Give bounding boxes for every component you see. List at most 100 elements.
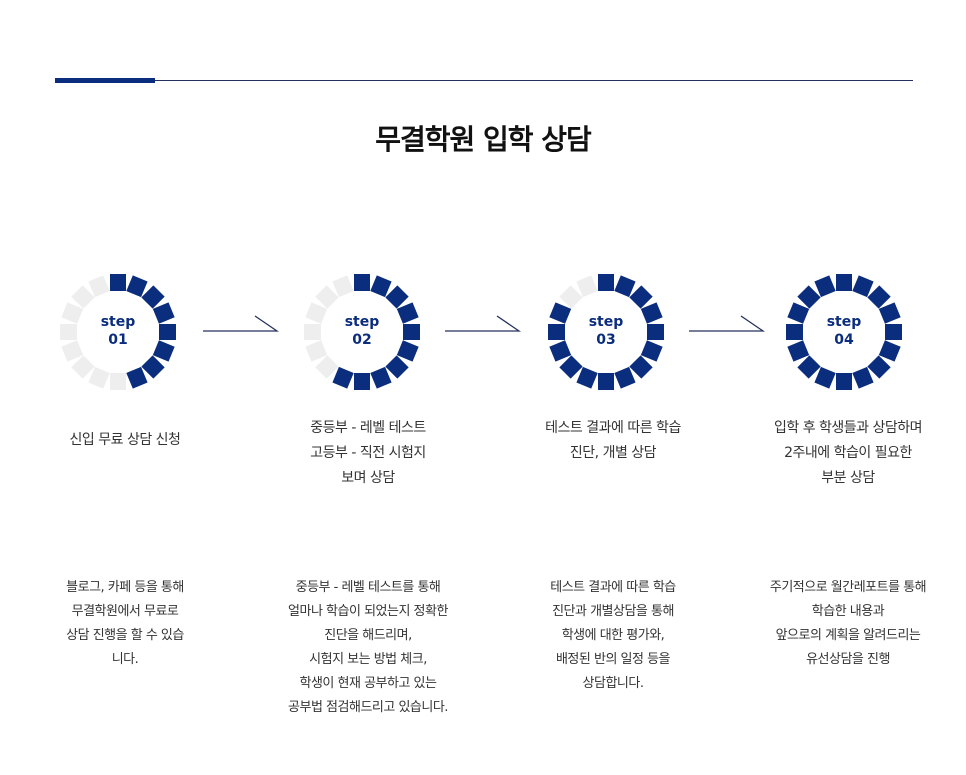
step-01-summary: 신입 무료 상담 신청	[10, 428, 240, 453]
summary-line: 테스트 결과에 따른 학습	[545, 420, 681, 436]
summary-line: 고등부 - 직전 시험지	[310, 445, 426, 461]
ring-segment-filled	[598, 373, 614, 390]
ring-segment-filled	[385, 355, 409, 379]
ring-segment-filled	[614, 366, 636, 389]
detail-line: 무결학원에서 무료로	[71, 604, 179, 619]
detail-line: 앞으로의 계획을 알려드리는	[775, 628, 921, 643]
step-number: 03	[596, 332, 616, 348]
ring-segment-empty	[332, 275, 354, 298]
ring-segment-filled	[640, 340, 663, 362]
ring-segment-empty	[88, 275, 110, 298]
ring-segment-filled	[640, 302, 663, 324]
ring-segment-filled	[110, 274, 126, 291]
summary-line: 부분 상담	[821, 470, 875, 486]
ring-segment-empty	[88, 366, 110, 389]
header-divider-accent	[55, 78, 155, 83]
ring-segment-filled	[403, 324, 420, 340]
ring-segment-filled	[354, 274, 370, 291]
ring-segment-empty	[71, 285, 95, 309]
ring-segment-empty	[61, 340, 84, 362]
ring-segment-filled	[786, 324, 803, 340]
ring-segment-empty	[110, 373, 126, 390]
step-number: 04	[834, 332, 854, 348]
ring-segment-filled	[787, 302, 810, 324]
step-label: step 02	[302, 313, 422, 349]
ring-segment-empty	[71, 355, 95, 379]
ring-segment-filled	[629, 355, 653, 379]
detail-line: 시험지 보는 방법 체크,	[309, 652, 427, 667]
ring-segment-filled	[548, 324, 565, 340]
ring-segment-empty	[304, 324, 321, 340]
step-label: step 04	[784, 313, 904, 349]
summary-line: 중등부 - 레벨 테스트	[310, 420, 426, 436]
ring-segment-filled	[332, 366, 354, 389]
ring-segment-filled	[836, 274, 852, 291]
step-03-summary: 테스트 결과에 따른 학습 진단, 개별 상담	[498, 416, 728, 466]
ring-segment-filled	[126, 275, 148, 298]
summary-line: 2주내에 학습이 필요한	[784, 445, 912, 461]
step-number: 02	[352, 332, 372, 348]
detail-line: 상담합니다.	[582, 676, 644, 691]
step-word: step	[100, 314, 136, 330]
ring-segment-filled	[370, 275, 392, 298]
ring-segment-filled	[629, 285, 653, 309]
ring-segment-empty	[305, 302, 328, 324]
ring-segment-empty	[576, 275, 598, 298]
summary-line: 신입 무료 상담 신청	[69, 432, 181, 448]
arrow-right-icon	[689, 315, 765, 332]
ring-segment-filled	[852, 275, 874, 298]
ring-segment-filled	[152, 302, 175, 324]
ring-segment-filled	[126, 366, 148, 389]
detail-line: 유선상담을 진행	[806, 652, 890, 667]
step-word: step	[588, 314, 624, 330]
ring-segment-filled	[878, 340, 901, 362]
ring-segment-filled	[385, 285, 409, 309]
ring-segment-filled	[396, 302, 419, 324]
step-03-ring: step 03	[546, 272, 666, 392]
ring-segment-filled	[885, 324, 902, 340]
detail-line: 중등부 - 레벨 테스트를 통해	[295, 580, 441, 595]
step-number: 01	[108, 332, 128, 348]
ring-segment-empty	[315, 285, 339, 309]
detail-line: 학습한 내용과	[811, 604, 885, 619]
ring-segment-filled	[867, 355, 891, 379]
ring-segment-empty	[61, 302, 84, 324]
detail-line: 주기적으로 월간레포트를 통해	[769, 580, 927, 595]
ring-segment-filled	[852, 366, 874, 389]
detail-line: 테스트 결과에 따른 학습	[550, 580, 676, 595]
ring-segment-filled	[549, 302, 572, 324]
progress-ring-icon	[786, 274, 902, 390]
ring-segment-filled	[878, 302, 901, 324]
ring-segment-empty	[305, 340, 328, 362]
step-04-ring: step 04	[784, 272, 904, 392]
step-word: step	[826, 314, 862, 330]
ring-segment-filled	[152, 340, 175, 362]
header-divider	[55, 80, 913, 81]
ring-segment-filled	[787, 340, 810, 362]
ring-segment-filled	[647, 324, 664, 340]
ring-segment-filled	[549, 340, 572, 362]
ring-segment-filled	[370, 366, 392, 389]
ring-segment-filled	[814, 366, 836, 389]
step-04-summary: 입학 후 학생들과 상담하며 2주내에 학습이 필요한 부분 상담	[733, 416, 963, 491]
summary-line: 입학 후 학생들과 상담하며	[773, 420, 923, 436]
detail-line: 배정된 반의 일정 등을	[555, 652, 671, 667]
ring-segment-filled	[396, 340, 419, 362]
step-01-ring: step 01	[58, 272, 178, 392]
ring-segment-empty	[60, 324, 77, 340]
summary-line: 진단, 개별 상담	[569, 445, 657, 461]
step-word: step	[344, 314, 380, 330]
detail-line: 니다.	[111, 652, 139, 667]
step-02-detail: 중등부 - 레벨 테스트를 통해 얼마나 학습이 되었는지 정확한 진단을 해드…	[253, 576, 483, 720]
arrow-right-icon	[445, 315, 521, 332]
ring-segment-filled	[836, 373, 852, 390]
ring-segment-filled	[797, 285, 821, 309]
step-label: step 03	[546, 313, 666, 349]
summary-line: 보며 상담	[341, 470, 395, 486]
ring-segment-filled	[159, 324, 176, 340]
step-04-detail: 주기적으로 월간레포트를 통해 학습한 내용과 앞으로의 계획을 알려드리는 유…	[733, 576, 963, 672]
arrow-right-icon	[203, 315, 279, 332]
page-title: 무결학원 입학 상담	[375, 123, 592, 156]
ring-segment-filled	[559, 355, 583, 379]
step-02-summary: 중등부 - 레벨 테스트 고등부 - 직전 시험지 보며 상담	[253, 416, 483, 491]
